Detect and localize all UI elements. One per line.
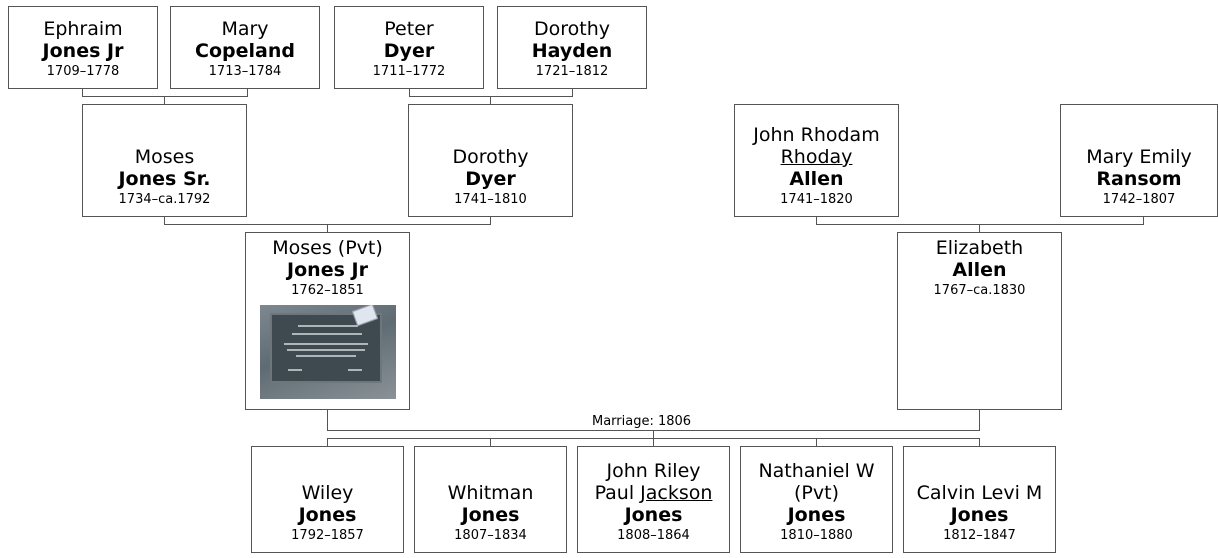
life-dates: 1741–1820: [780, 192, 853, 207]
life-dates: 1734–ca.1792: [118, 192, 211, 207]
life-dates: 1711–1772: [372, 64, 446, 79]
given-name: John Rhodam: [753, 124, 880, 146]
life-dates: 1812–1847: [943, 528, 1016, 543]
connector: [979, 409, 980, 430]
connector: [816, 224, 1144, 225]
surname: Allen: [952, 259, 1007, 281]
person-card-mary-copeland[interactable]: Mary Copeland 1713–1784: [170, 6, 320, 89]
connector: [979, 438, 980, 446]
connector: [653, 430, 654, 438]
connector: [816, 438, 817, 446]
surname: Jones Jr: [42, 40, 124, 62]
surname: Hayden: [531, 40, 613, 62]
life-dates: 1767–ca.1830: [933, 283, 1026, 298]
person-card-peter-dyer[interactable]: Peter Dyer 1711–1772: [334, 6, 484, 89]
connector: [816, 216, 817, 224]
nickname: Jackson: [640, 482, 713, 504]
surname: Copeland: [195, 40, 295, 62]
person-card-elizabeth-allen[interactable]: Elizabeth Allen 1767–ca.1830: [897, 232, 1062, 410]
surname: Jones: [950, 504, 1009, 526]
given-name: Mary Emily: [1086, 146, 1192, 168]
life-dates: 1713–1784: [208, 64, 282, 79]
connector: [82, 96, 248, 97]
life-dates: 1810–1880: [780, 528, 853, 543]
connector: [409, 88, 410, 96]
connector: [653, 438, 654, 446]
connector: [327, 409, 328, 430]
given-name: Dorothy: [533, 18, 610, 40]
life-dates: 1721–1812: [535, 64, 609, 79]
life-dates: 1709–1778: [46, 64, 120, 79]
connector: [164, 216, 165, 224]
connector: [490, 438, 491, 446]
connector: [327, 224, 328, 232]
life-dates: 1741–1810: [454, 192, 527, 207]
connector: [979, 224, 980, 232]
given-name: Nathaniel W: [758, 460, 875, 482]
person-card-john-riley-jones[interactable]: John Riley Paul Jackson Jones 1808–1864: [577, 446, 730, 553]
surname: Allen: [789, 168, 844, 190]
surname: Ransom: [1096, 168, 1182, 190]
surname: Jones Jr: [287, 259, 368, 281]
life-dates: 1807–1834: [454, 528, 527, 543]
person-card-dorothy-dyer[interactable]: Dorothy Dyer 1741–1810: [408, 104, 573, 217]
surname: Dyer: [383, 40, 435, 62]
surname: Dyer: [465, 168, 516, 190]
given-name: Whitman: [447, 482, 534, 504]
person-card-calvin-levi-m-jones[interactable]: Calvin Levi M Jones 1812–1847: [903, 446, 1056, 553]
person-card-mary-emily-ransom[interactable]: Mary Emily Ransom 1742–1807: [1060, 104, 1218, 217]
given-name: Calvin Levi M: [916, 482, 1043, 504]
person-card-dorothy-hayden[interactable]: Dorothy Hayden 1721–1812: [497, 6, 647, 89]
given-name: Moses: [134, 146, 195, 168]
given-name: Wiley: [301, 482, 354, 504]
connector: [1143, 216, 1144, 224]
life-dates: 1808–1864: [617, 528, 690, 543]
given-name: Elizabeth: [935, 237, 1024, 259]
surname: Jones: [787, 504, 846, 526]
person-card-nathaniel-w-jones[interactable]: Nathaniel W (Pvt) Jones 1810–1880: [740, 446, 893, 553]
given-name: John Riley: [606, 460, 701, 482]
person-card-john-rhodam-allen[interactable]: John Rhodam Rhoday Allen 1741–1820: [734, 104, 899, 217]
given-name: Ephraim: [43, 18, 123, 40]
person-card-whitman-jones[interactable]: Whitman Jones 1807–1834: [414, 446, 567, 553]
grave-marker-photo[interactable]: [259, 305, 396, 399]
surname: Jones Sr.: [118, 168, 211, 190]
surname: Jones: [298, 504, 357, 526]
given-name: Moses (Pvt): [272, 237, 383, 259]
surname: Jones: [461, 504, 520, 526]
person-card-moses-pvt-jones-jr[interactable]: Moses (Pvt) Jones Jr 1762–1851: [245, 232, 410, 410]
given-name: Dorothy: [452, 146, 529, 168]
person-card-ephraim-jones-jr[interactable]: Ephraim Jones Jr 1709–1778: [8, 6, 158, 89]
given-name: Mary: [221, 18, 269, 40]
person-card-wiley-jones[interactable]: Wiley Jones 1792–1857: [251, 446, 404, 553]
life-dates: 1792–1857: [291, 528, 364, 543]
memorial-plaque: [269, 313, 382, 383]
connector: [490, 216, 491, 224]
connector: [409, 96, 573, 97]
surname: Jones: [624, 504, 683, 526]
given-name: Peter: [384, 18, 434, 40]
connector: [247, 88, 248, 96]
connector: [164, 96, 165, 104]
connector: [572, 88, 573, 96]
connector: [490, 96, 491, 104]
title-rank: (Pvt): [794, 482, 839, 504]
life-dates: 1762–1851: [291, 283, 364, 298]
connector: [82, 88, 83, 96]
life-dates: 1742–1807: [1102, 192, 1176, 207]
middle-names: Paul Jackson: [594, 482, 713, 504]
nickname: Rhoday: [780, 146, 853, 168]
marriage-label: Marriage: 1806: [589, 414, 695, 430]
person-card-moses-jones-sr[interactable]: Moses Jones Sr. 1734–ca.1792: [82, 104, 247, 217]
connector: [327, 438, 328, 446]
